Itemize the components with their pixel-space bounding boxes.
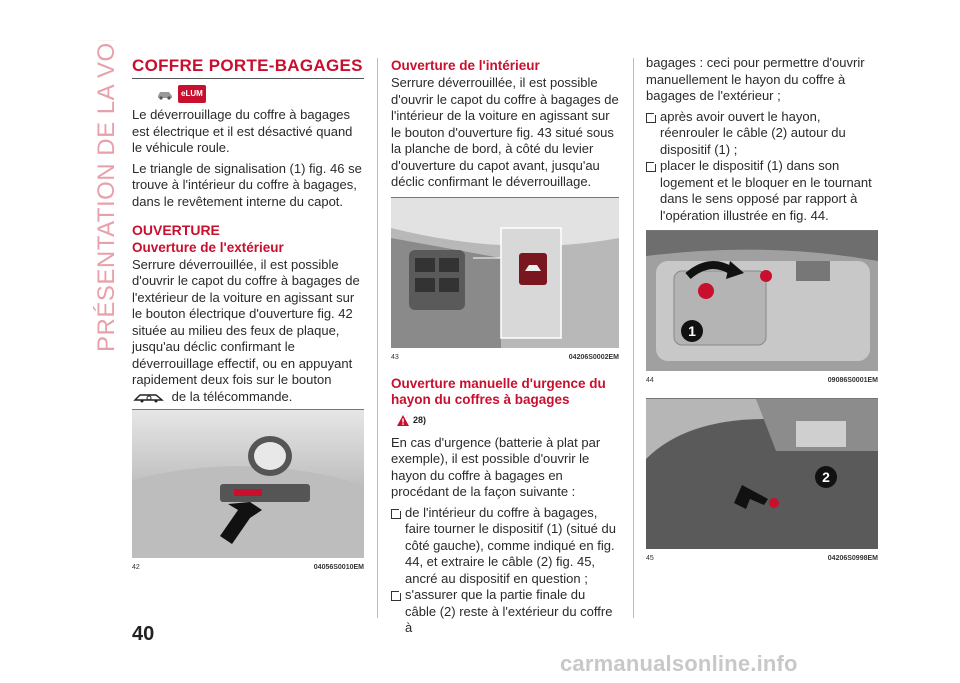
subhead-interior: Ouverture de l'intérieur [391,58,540,73]
bullet-item: après avoir ouvert le hayon, réenrouler … [646,109,878,159]
column-divider [633,58,634,618]
paragraph: bagages : ceci pour permettre d'ouvrir m… [646,55,865,103]
column-2: Ouverture de l'intérieur Serrure déverro… [391,58,619,637]
bullet-box-icon [391,590,402,601]
paragraph-end-text: de la télécommande. [171,388,293,404]
subhead-manual-opening: Ouverture manuelle d'urgence du hayon du… [391,376,606,407]
figure-42-image [132,410,364,558]
figure-44-caption: 44 09086S0001EM [646,373,878,390]
paragraph: Serrure déverrouillée, il est possible d… [391,75,619,189]
warning-number: 28) [413,415,427,425]
column-divider [377,58,378,618]
subhead-opening: OUVERTURE [132,222,220,238]
bullet-text: de l'intérieur du coffre à bagages, fair… [405,504,616,586]
paragraph: Le déverrouillage du coffre à bagages es… [132,107,353,155]
bullet-box-icon [391,507,402,519]
bullet-text: placer le dispositif (1) dans son logeme… [660,158,872,223]
car-key-icon [133,394,164,403]
paragraph: Le triangle de signalisation (1) fig. 46… [132,160,362,209]
figure-42 [132,409,364,558]
figure-number: 44 [646,377,654,384]
bullet-item: placer le dispositif (1) dans son logeme… [646,158,878,224]
figure-45-caption: 45 04206S0998EM [646,551,878,568]
side-chapter-title: PRÉSENTATION DE LA VOITURE [84,0,124,360]
figure-45-label: 2 [822,469,830,485]
bullet-text: s'assurer que la partie finale du câble … [405,587,613,635]
figure-43 [391,196,619,348]
warning-triangle-icon [397,414,409,426]
elum-badge: eLUM [178,84,206,103]
bullet-item: de l'intérieur du coffre à bagages, fair… [391,505,619,588]
figure-45: 2 [646,397,878,549]
side-chapter-title-text: PRÉSENTATION DE LA VOITURE [93,40,120,352]
car-icon [158,91,172,100]
figure-44: 1 [646,230,878,371]
bullet-item: s'assurer que la partie finale du câble … [391,587,619,637]
paragraph: En cas d'urgence (batterie à plat par ex… [391,434,601,500]
figure-45-image: 2 [646,398,878,549]
watermark: carmanualsonline.info [560,651,798,676]
figure-code: 04206S0998EM [827,554,878,562]
elum-badge-row: eLUM [156,84,364,103]
section-title: COFFRE PORTE-BAGAGES [132,57,364,79]
figure-number: 43 [391,353,399,361]
figure-code: 04056S0010EM [313,564,364,571]
bullet-box-icon [646,111,657,123]
subhead-exterior: Ouverture de l'extérieur [132,239,284,255]
figure-number: 45 [646,554,654,562]
figure-43-image [391,197,619,348]
paragraph-end: de la télécommande. [132,389,364,406]
figure-43-caption: 43 04206S0002EM [391,350,619,367]
figure-code: 09086S0001EM [827,377,878,384]
figure-number: 42 [132,564,140,571]
figure-42-caption: 42 04056S0010EM [132,560,364,577]
bullet-box-icon [646,161,657,172]
paragraph: Serrure déverrouillée, il est possible d… [132,256,360,388]
figure-code: 04206S0002EM [568,353,619,361]
page-number: 40 [132,623,155,645]
figure-44-label: 1 [688,323,696,339]
column-1: COFFRE PORTE-BAGAGES eLUM Le déverrouill… [132,57,364,577]
bullet-text: après avoir ouvert le hayon, réenrouler … [660,108,846,157]
warning-reference: 28) [397,412,619,429]
figure-44-image: 1 [646,231,878,371]
column-3: bagages : ceci pour permettre d'ouvrir m… [646,55,878,567]
